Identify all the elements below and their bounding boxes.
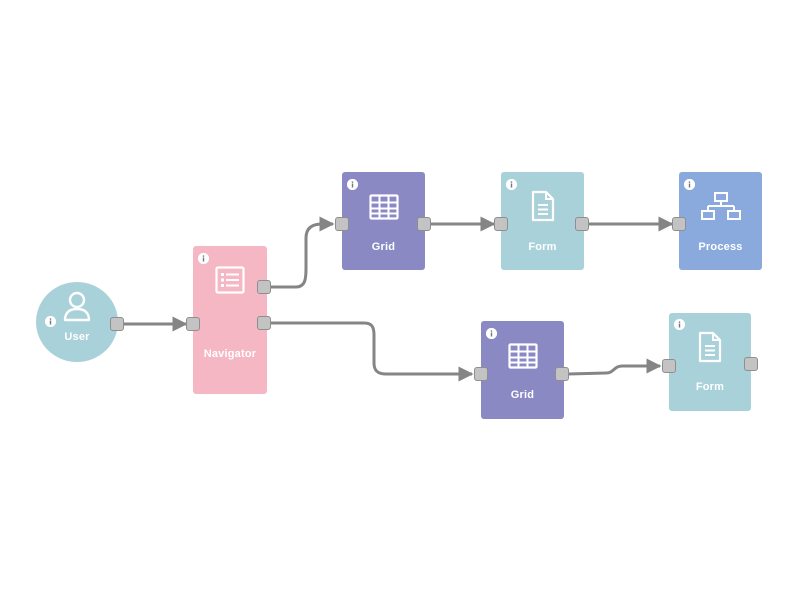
- port-in-form-top[interactable]: [494, 217, 508, 231]
- node-grid-bottom[interactable]: Grid: [481, 321, 564, 419]
- edge-navigator-to-grid-top[interactable]: [271, 216, 335, 289]
- node-label-user: User: [64, 331, 90, 343]
- hierarchy-icon: [700, 191, 741, 221]
- port-out-form-top[interactable]: [575, 217, 589, 231]
- node-user[interactable]: User: [36, 282, 118, 362]
- port-out-form-bottom[interactable]: [744, 357, 758, 371]
- node-navigator[interactable]: Navigator: [193, 246, 267, 394]
- node-label-grid-bottom: Grid: [510, 389, 535, 401]
- node-label-process: Process: [698, 241, 743, 253]
- info-icon[interactable]: [684, 179, 695, 190]
- info-icon[interactable]: [45, 316, 56, 327]
- node-label-form-top: Form: [528, 241, 557, 253]
- port-in-form-bottom[interactable]: [662, 359, 676, 373]
- edge-grid-bottom-to-form-bottom[interactable]: [567, 358, 662, 376]
- port-in-grid-top[interactable]: [335, 217, 349, 231]
- list-icon: [215, 266, 245, 294]
- edge-navigator-to-grid-bottom[interactable]: [271, 321, 474, 382]
- node-form-bottom[interactable]: Form: [669, 313, 751, 411]
- port-in-process[interactable]: [672, 217, 686, 231]
- grid-icon: [507, 343, 538, 369]
- user-icon: [62, 290, 92, 322]
- grid-icon: [368, 194, 399, 220]
- node-label-form-bottom: Form: [695, 381, 725, 393]
- info-icon[interactable]: [674, 319, 685, 330]
- port-out-grid-bottom[interactable]: [555, 367, 569, 381]
- port-out-grid-top[interactable]: [417, 217, 431, 231]
- port-out-navigator-2[interactable]: [257, 316, 271, 330]
- port-in-grid-bottom[interactable]: [474, 367, 488, 381]
- document-icon: [531, 190, 555, 222]
- node-form-top[interactable]: Form: [501, 172, 584, 270]
- port-out-navigator-1[interactable]: [257, 280, 271, 294]
- info-icon[interactable]: [347, 179, 358, 190]
- node-label-navigator: Navigator: [203, 348, 257, 360]
- port-out-user[interactable]: [110, 317, 124, 331]
- node-process[interactable]: Process: [679, 172, 762, 270]
- port-in-navigator[interactable]: [186, 317, 200, 331]
- info-icon[interactable]: [486, 328, 497, 339]
- info-icon[interactable]: [506, 179, 517, 190]
- info-icon[interactable]: [198, 253, 209, 264]
- node-label-grid-top: Grid: [371, 241, 396, 253]
- node-grid-top[interactable]: Grid: [342, 172, 425, 270]
- document-icon: [698, 331, 722, 363]
